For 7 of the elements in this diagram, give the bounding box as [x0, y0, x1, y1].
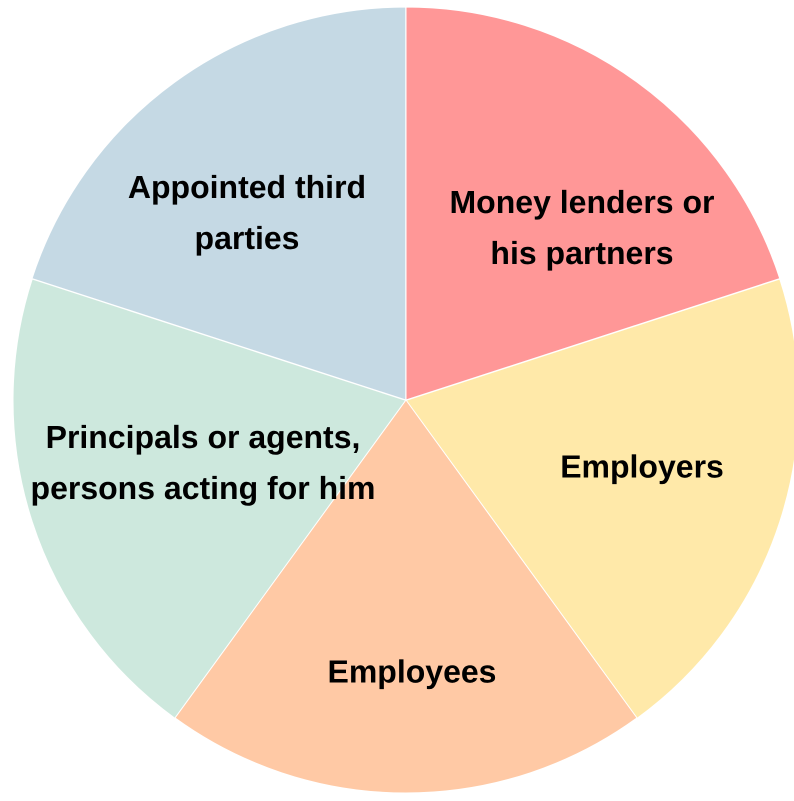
pie-segment [406, 7, 780, 400]
segment-label: Principals or agents, persons acting for him [30, 418, 376, 508]
segment-label: Money lenders or his partners [448, 182, 716, 273]
segment-label: Appointed third parties [126, 168, 368, 258]
segment-label: Employers [559, 447, 725, 486]
segment-label: Employees [326, 652, 498, 692]
pie-segment [32, 7, 406, 400]
